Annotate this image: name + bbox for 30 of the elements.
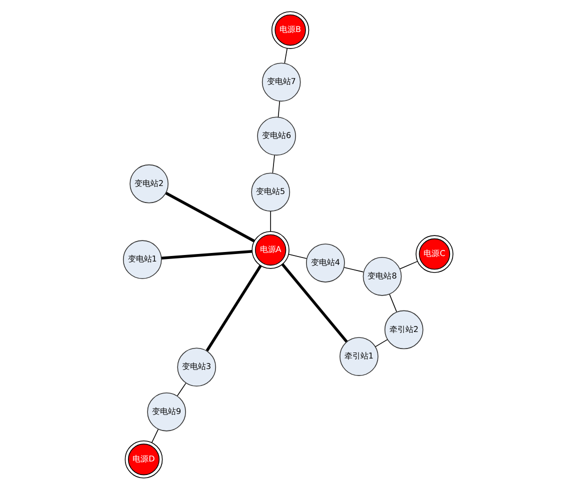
- connector: [288, 254, 307, 259]
- connector: [281, 263, 348, 343]
- node-circle: 电源B: [271, 11, 310, 49]
- connector: [389, 294, 397, 312]
- connector: [284, 48, 288, 64]
- node-circle: 变电站7: [262, 62, 301, 102]
- connector: [176, 382, 186, 396]
- node-circle: 变电站9: [147, 392, 186, 432]
- connector: [270, 210, 271, 232]
- node-circle: 变电站8: [362, 257, 402, 296]
- node-circle: 变电站1: [122, 240, 162, 279]
- connector: [278, 100, 280, 118]
- node-circle: 电源A: [252, 231, 290, 269]
- node-circle: 牵引站1: [340, 337, 378, 376]
- node-circle: 电源C: [416, 235, 454, 273]
- node-circle: 变电站6: [257, 116, 296, 156]
- node-circle: 牵引站2: [384, 310, 424, 350]
- connector: [161, 250, 252, 260]
- connector: [344, 267, 364, 272]
- node-circle: 变电站5: [251, 172, 290, 212]
- node-circle: 电源D: [124, 440, 163, 478]
- connector: [400, 260, 418, 270]
- connector: [152, 428, 159, 443]
- connector: [165, 192, 256, 242]
- node-circle: 变电站3: [177, 348, 216, 387]
- connector: [272, 154, 275, 174]
- node-circle: 变电站4: [306, 244, 345, 282]
- connector: [206, 264, 262, 352]
- node-circle: 变电站2: [130, 164, 168, 204]
- connector: [375, 339, 388, 348]
